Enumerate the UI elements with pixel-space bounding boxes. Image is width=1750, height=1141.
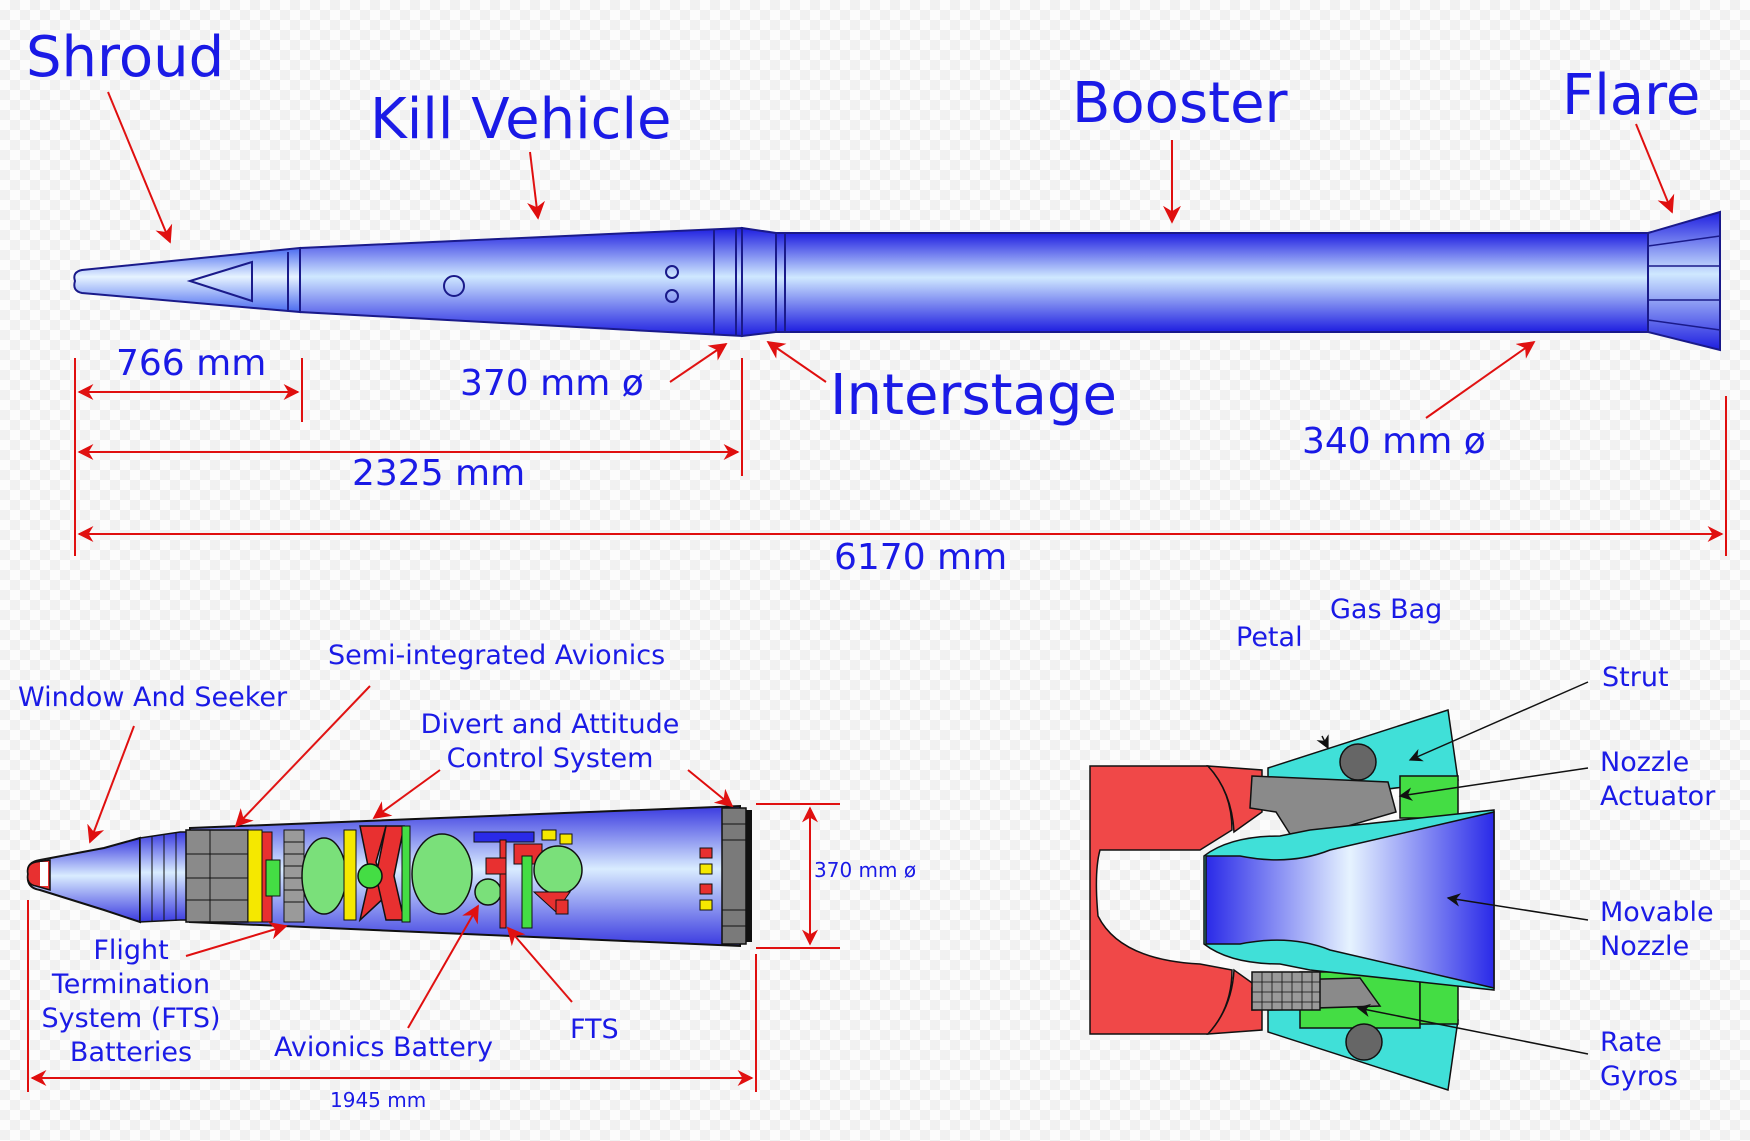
label-flare: Flare	[1562, 63, 1701, 128]
dim-kill-vehicle-length: 2325 mm	[352, 453, 526, 494]
kill-vehicle-shape	[299, 226, 743, 338]
label-fts-batteries-line3: System (FTS)	[41, 1003, 221, 1034]
dim-total-length: 6170 mm	[834, 537, 1008, 578]
dim-kv-length: 1945 mm	[330, 1088, 427, 1112]
label-fts-batteries: Flight Termination System (FTS) Batterie…	[20, 934, 242, 1070]
label-dacs: Divert and Attitude Control System	[410, 708, 690, 776]
label-dacs-line2: Control System	[446, 743, 654, 774]
dim-kill-vehicle-diameter: 370 mm ø	[460, 363, 644, 404]
label-avionics-battery: Avionics Battery	[274, 1032, 493, 1063]
shroud-shape	[73, 246, 301, 314]
dim-booster-diameter: 340 mm ø	[1302, 421, 1486, 462]
label-kill-vehicle: Kill Vehicle	[370, 87, 672, 152]
label-nozzle-actuator-line2: Actuator	[1600, 781, 1716, 812]
label-movable-nozzle: Movable Nozzle	[1600, 896, 1714, 964]
kv-leader-arrows	[27, 685, 840, 1092]
label-strut: Strut	[1602, 662, 1669, 693]
missile-main	[73, 210, 1721, 352]
nozzle-detail	[1089, 709, 1495, 1091]
label-booster: Booster	[1072, 71, 1288, 136]
label-fts-batteries-line4: Batteries	[69, 1037, 193, 1068]
label-window-and-seeker: Window And Seeker	[18, 682, 288, 713]
dim-shroud-length: 766 mm	[116, 343, 267, 384]
label-dacs-line1: Divert and Attitude	[420, 709, 680, 740]
booster-shape	[775, 232, 1649, 333]
label-nozzle-actuator-line1: Nozzle	[1600, 747, 1690, 778]
label-rate-gyros: Rate Gyros	[1600, 1026, 1678, 1094]
label-movable-nozzle-line1: Movable	[1600, 897, 1714, 928]
nozzle-leader-arrows	[1316, 681, 1589, 1055]
label-petal: Petal	[1236, 622, 1303, 653]
label-semi-integrated-avionics: Semi-integrated Avionics	[328, 640, 666, 671]
label-fts-batteries-line1: Flight	[93, 935, 169, 966]
dim-kv-diameter: 370 mm ø	[814, 858, 917, 882]
movable-nozzle-shape	[1205, 811, 1495, 989]
flare-shape	[1647, 210, 1721, 352]
kill-vehicle-detail	[26, 804, 752, 948]
label-fts-batteries-line2: Termination	[51, 969, 211, 1000]
interstage-shape	[741, 226, 777, 338]
label-shroud: Shroud	[26, 25, 225, 90]
label-rate-gyros-line2: Gyros	[1600, 1061, 1678, 1092]
label-gas-bag: Gas Bag	[1330, 594, 1443, 625]
label-interstage: Interstage	[830, 363, 1117, 428]
main-dimension-lines	[74, 358, 1727, 556]
label-rate-gyros-line1: Rate	[1600, 1027, 1662, 1058]
casing-shape	[1089, 765, 1233, 1035]
main-leader-arrows	[107, 91, 1675, 419]
label-fts: FTS	[570, 1014, 619, 1045]
label-nozzle-actuator: Nozzle Actuator	[1600, 746, 1715, 814]
label-movable-nozzle-line2: Nozzle	[1600, 931, 1690, 962]
